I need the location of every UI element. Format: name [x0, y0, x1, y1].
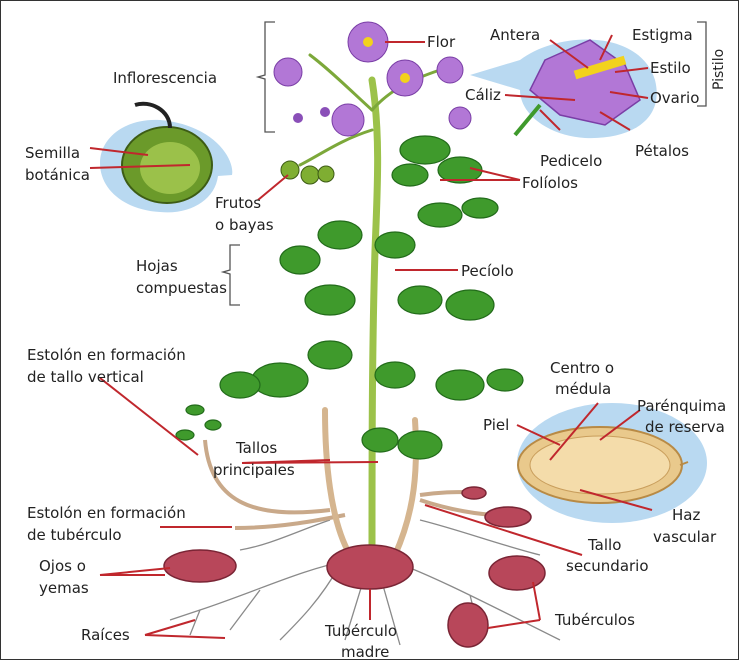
diagram-frame: [0, 0, 739, 660]
potato-plant-diagram: Flor Inflorescencia Antera Estigma Estil…: [0, 0, 741, 662]
